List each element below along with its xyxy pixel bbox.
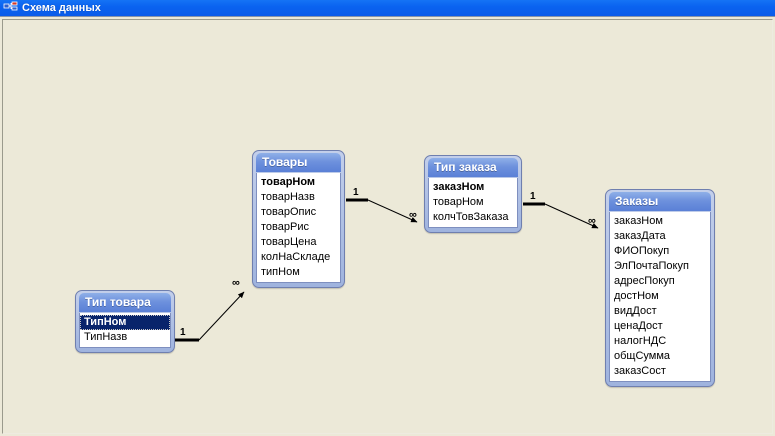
field-row[interactable]: заказСост: [614, 365, 666, 377]
field-row[interactable]: типНом: [261, 266, 300, 278]
rel-tipzakaza-zakazy-line[interactable]: [544, 203, 599, 229]
field-row[interactable]: ТипНазв: [84, 331, 128, 343]
window-title: Схема данных: [22, 2, 101, 14]
rel-tovary-tipzakaza-many-label: ∞: [409, 209, 417, 221]
field-row[interactable]: заказНом: [433, 181, 485, 193]
rel-tovary-tipzakaza-one-label: 1: [353, 187, 359, 198]
table-title-tip-zakaza[interactable]: Тип заказа: [428, 158, 518, 177]
field-row[interactable]: достНом: [614, 290, 659, 302]
field-row[interactable]: заказДата: [614, 230, 666, 242]
rel-tiptovara-tovary-many-label: ∞: [232, 277, 240, 289]
field-row[interactable]: ЭлПочтаПокуп: [614, 260, 689, 272]
field-row[interactable]: адресПокуп: [614, 275, 675, 287]
table-title-zakazy[interactable]: Заказы: [609, 192, 711, 211]
field-row[interactable]: товарЦена: [261, 236, 317, 248]
table-field-list-tovary: товарНом товарНазв товарОпис товарРис товарЦ…: [256, 173, 341, 283]
rel-tipzakaza-zakazy-many-label: ∞: [588, 215, 596, 227]
relationship-lines: [175, 198, 599, 342]
relationships-icon: [3, 1, 19, 15]
field-row[interactable]: видДост: [614, 305, 657, 317]
rel-tipzakaza-zakazy-one-label: 1: [530, 191, 536, 202]
rel-tovary-tipzakaza-line[interactable]: [367, 199, 418, 223]
field-row[interactable]: товарНазв: [261, 191, 315, 203]
field-row[interactable]: товарОпис: [261, 206, 317, 218]
field-row[interactable]: ФИОПокуп: [614, 245, 670, 257]
field-row[interactable]: колчТовЗаказа: [433, 211, 509, 223]
field-row[interactable]: ТипНом: [80, 315, 170, 330]
field-row[interactable]: товарРис: [261, 221, 309, 233]
window-titlebar[interactable]: Схема данных: [0, 0, 775, 16]
table-field-list-tip-zakaza: заказНом товарНом колчТовЗаказа: [428, 178, 518, 228]
field-row[interactable]: общСумма: [614, 350, 671, 362]
field-row[interactable]: товарНом: [261, 176, 316, 188]
table-box-tovary[interactable]: Товары товарНом товарНазв товарОпис товарРис…: [252, 150, 345, 288]
rel-tiptovara-tovary-one-label: 1: [180, 327, 186, 338]
table-title-tip-tovara[interactable]: Тип товара: [79, 293, 171, 312]
table-box-tip-zakaza[interactable]: Тип заказа заказНом товарНом колчТовЗаказа: [424, 155, 522, 233]
rel-tiptovara-tovary-line[interactable]: [198, 291, 245, 341]
field-row[interactable]: заказНом: [614, 215, 663, 227]
field-row[interactable]: товарНом: [433, 196, 484, 208]
field-row[interactable]: колНаСкладе: [261, 251, 331, 263]
table-title-tovary[interactable]: Товары: [256, 153, 341, 172]
field-row[interactable]: налогНДС: [614, 335, 667, 347]
field-row[interactable]: ценаДост: [614, 320, 663, 332]
